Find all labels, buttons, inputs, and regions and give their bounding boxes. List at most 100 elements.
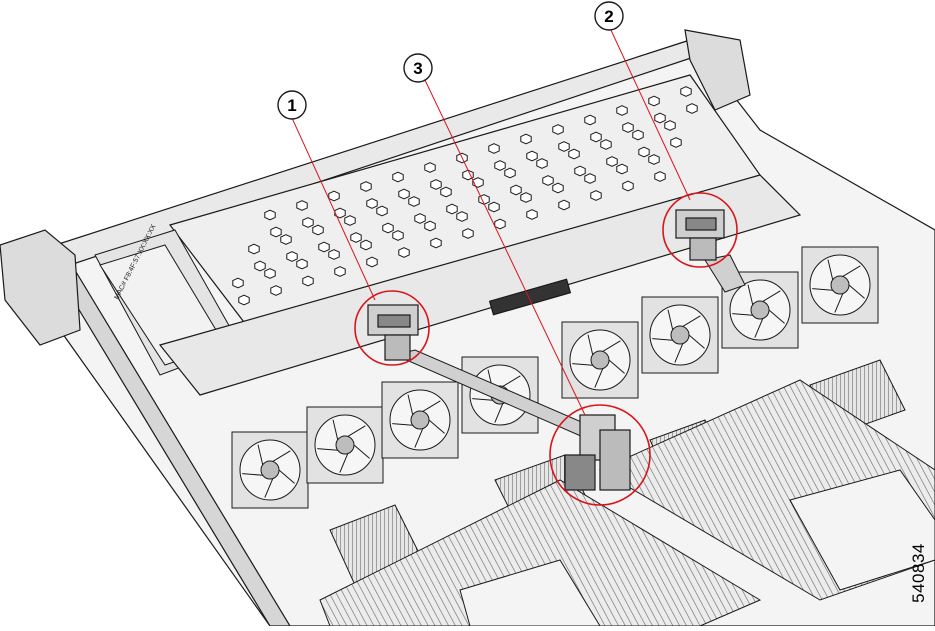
- figure-id-text: 540834: [909, 543, 928, 603]
- callout-number: 2: [604, 7, 613, 26]
- perforation-hex: [360, 239, 372, 251]
- fan-module: [801, 246, 879, 324]
- perforation-hex: [232, 277, 244, 289]
- perforation-hex: [334, 207, 346, 219]
- perforation-hex: [334, 266, 346, 277]
- perforation-hex: [526, 209, 538, 220]
- perforation-hex: [606, 156, 618, 167]
- connector-3: [564, 414, 631, 491]
- perforation-hex: [248, 243, 260, 255]
- perforation-hex: [558, 141, 570, 152]
- perforation-hex: [536, 158, 548, 169]
- callout-number: 1: [287, 96, 296, 115]
- fan-module: [721, 271, 799, 349]
- perforation-hex: [328, 190, 340, 202]
- perforation-hex: [398, 188, 410, 200]
- perforation-hex: [360, 181, 372, 192]
- perforation-hex: [542, 175, 554, 186]
- fan-module: [641, 296, 719, 374]
- perforation-hex: [648, 154, 660, 165]
- perforation-hex: [584, 173, 596, 184]
- midplane: [158, 174, 802, 396]
- perforation-hex: [456, 211, 468, 222]
- highlight-ring-2: [662, 192, 738, 268]
- perforation-hex: [488, 201, 500, 213]
- callout-circle-icon: [403, 53, 433, 83]
- perforation-hex: [318, 241, 330, 253]
- fan-module: [561, 321, 639, 399]
- perforation-hex: [552, 182, 564, 194]
- perforation-hex: [654, 112, 666, 124]
- perforation-hex: [296, 200, 308, 211]
- perforation-hex: [392, 171, 404, 183]
- perforation-hex: [654, 171, 666, 182]
- perforation-hex: [616, 163, 628, 175]
- callout-leaders: [291, 27, 691, 416]
- right-rack-ear: [684, 29, 751, 111]
- perforation-hex: [462, 228, 474, 239]
- perforation-hex: [424, 162, 436, 173]
- perforation-hex: [280, 234, 292, 245]
- perforation-hex: [264, 209, 276, 221]
- perforation-hex: [344, 215, 356, 226]
- perforation-hex: [648, 95, 660, 107]
- perforation-hex: [238, 294, 250, 306]
- perforation-hex: [382, 222, 394, 234]
- perforation-hex: [286, 251, 298, 262]
- perforation-hex: [574, 165, 586, 177]
- perforation-hex: [440, 186, 452, 198]
- fan-module: [381, 381, 459, 459]
- perforation-hex: [430, 237, 442, 249]
- perforation-hex: [622, 180, 634, 192]
- perforation-hex: [510, 184, 522, 196]
- perforation-hex: [302, 275, 314, 287]
- perforation-hex: [270, 226, 282, 238]
- perforation-hex: [408, 196, 420, 207]
- callout-circle-icon: [594, 1, 624, 31]
- perforation-hex: [446, 203, 458, 215]
- perforation-hex: [366, 198, 378, 209]
- perforation-hex: [392, 230, 404, 241]
- perforation-hex: [552, 124, 564, 135]
- callout-1: 1: [277, 90, 307, 120]
- perforation-hex: [680, 86, 692, 97]
- highlight-rings: [354, 192, 738, 506]
- perforation-hex: [632, 129, 644, 141]
- perforation-hex: [350, 232, 362, 243]
- perforation-hex: [590, 190, 602, 201]
- callout-2: 2: [594, 1, 624, 31]
- perforation-hex: [366, 256, 378, 268]
- perforation-hex: [328, 249, 340, 260]
- perforation-hex: [558, 199, 570, 211]
- perforation-hex: [600, 139, 612, 150]
- perforation-hex: [254, 260, 266, 272]
- connector-2: [675, 209, 725, 261]
- perforation-hex: [590, 131, 602, 143]
- perforation-hex: [488, 143, 500, 154]
- perforation-hex: [312, 224, 324, 236]
- perforation-hex: [520, 133, 532, 145]
- callout-3: 3: [403, 53, 433, 83]
- memory-area: [319, 379, 935, 627]
- perforation-hex: [638, 146, 650, 158]
- highlight-ring-1: [354, 290, 430, 366]
- perforation-hex: [302, 217, 314, 228]
- perforation-hex: [430, 179, 442, 190]
- fan-module: [306, 406, 384, 484]
- perforation-hex: [686, 103, 698, 114]
- perforation-hex: [494, 218, 506, 230]
- perforation-hex: [664, 120, 676, 131]
- perforation-hex: [504, 167, 516, 179]
- perforation-hex: [494, 160, 506, 171]
- perforation-hex: [584, 114, 596, 126]
- perforation-hex: [264, 268, 276, 279]
- perforation-hex: [414, 213, 426, 224]
- perforated-panel: [168, 74, 761, 331]
- perforation-hex: [568, 148, 580, 160]
- perforation-hex: [670, 137, 682, 148]
- connector-1: [367, 304, 419, 361]
- perforation-hex: [376, 205, 388, 217]
- callout-number: 3: [413, 59, 422, 78]
